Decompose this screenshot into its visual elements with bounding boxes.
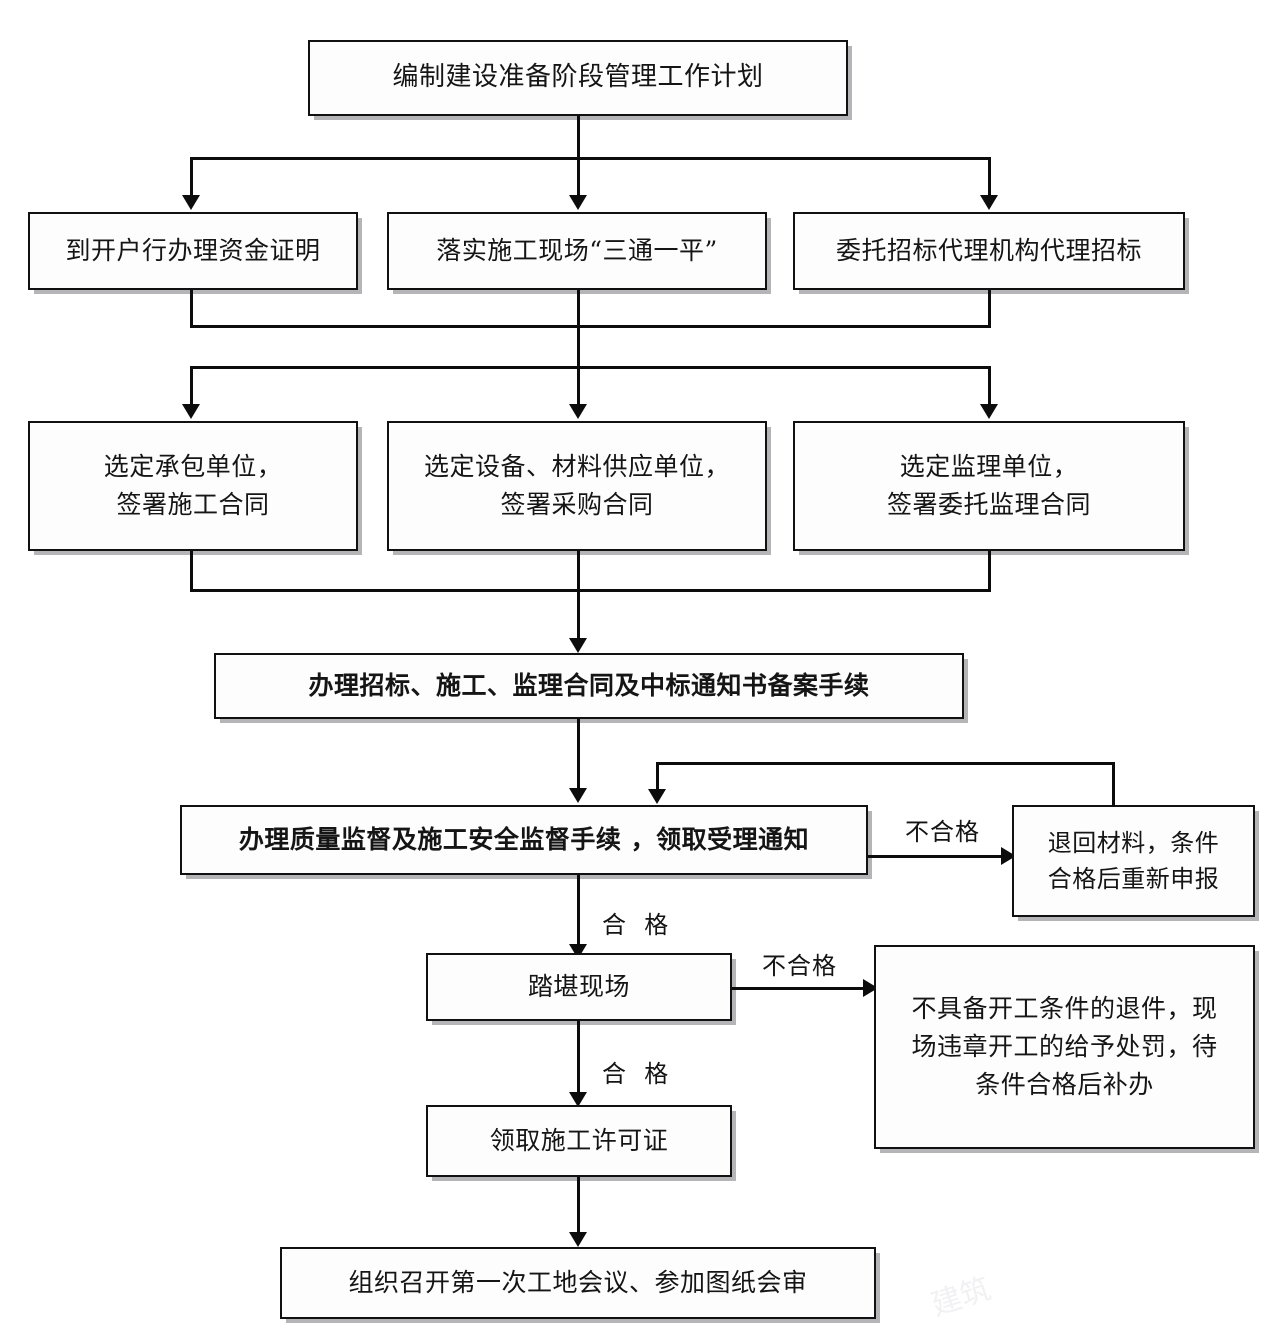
edge-bus-left-drop (190, 157, 193, 197)
edge-tender-agent-down (988, 290, 991, 328)
arrow-to-bank (182, 195, 200, 210)
node-site[interactable]: 落实施工现场“三通一平” (387, 212, 767, 290)
watermark: 建筑 (927, 1271, 996, 1324)
edge-label-fail-survey: 不合格 (762, 952, 837, 980)
node-first-meeting-label: 组织召开第一次工地会议、参加图纸会审 (348, 1268, 808, 1297)
edge-fanout-right-drop (988, 366, 991, 406)
edge-feedback-left (656, 762, 1115, 765)
node-penalty-line3: 条件合格后补办 (975, 1070, 1154, 1099)
node-return-materials-line1: 退回材料，条件 (1047, 828, 1220, 857)
arrow-to-first-meeting (569, 1232, 587, 1247)
node-quality-supervision-label: 办理质量监督及施工安全监督手续 ，领取受理通知 (238, 825, 810, 854)
node-supervisor[interactable]: 选定监理单位， 签署委托监理合同 (793, 421, 1185, 551)
edge-fanout-bus-row3 (190, 366, 991, 369)
node-permit-label: 领取施工许可证 (489, 1126, 669, 1155)
arrow-to-site (569, 195, 587, 210)
node-first-meeting[interactable]: 组织召开第一次工地会议、参加图纸会审 (280, 1247, 876, 1319)
edge-bank-down (190, 290, 193, 328)
edge-supervisor-down (988, 551, 991, 592)
node-filing[interactable]: 办理招标、施工、监理合同及中标通知书备案手续 (214, 653, 964, 719)
node-penalty[interactable]: 不具备开工条件的退件，现 场违章开工的给予处罚，待 条件合格后补办 (874, 945, 1255, 1149)
edge-feedback-up (1112, 762, 1115, 807)
node-site-label: 落实施工现场“三通一平” (436, 236, 718, 265)
arrow-to-supplier (569, 404, 587, 419)
edge-site-down (577, 290, 580, 368)
node-supervisor-line1: 选定监理单位， (899, 452, 1079, 481)
edge-quality-fail (868, 855, 1003, 858)
arrow-to-tender-agent (980, 195, 998, 210)
node-bank-label: 到开户行办理资金证明 (65, 236, 321, 265)
edge-bus-row1 (190, 157, 990, 160)
edge-contractor-down (190, 551, 193, 592)
edge-filing-down (577, 719, 580, 791)
edge-permit-down (577, 1177, 580, 1235)
node-return-materials[interactable]: 退回材料，条件 合格后重新申报 (1012, 805, 1255, 917)
edge-survey-fail (732, 987, 865, 990)
edge-supplier-down (577, 551, 580, 643)
node-site-survey-label: 踏堪现场 (527, 972, 630, 1001)
edge-label-pass-survey: 合 格 (602, 1060, 670, 1088)
edge-bus-mid-drop (577, 157, 580, 197)
node-contractor-line1: 选定承包单位， (103, 452, 283, 481)
edge-fanout-left-drop (190, 366, 193, 406)
edge-feedback-drop (656, 762, 659, 792)
node-plan-label: 编制建设准备阶段管理工作计划 (392, 62, 764, 93)
edge-fanout-mid-drop (577, 366, 580, 406)
node-penalty-line2: 场违章开工的给予处罚，待 (911, 1032, 1218, 1061)
arrow-to-quality-supervision (569, 788, 587, 803)
arrow-to-filing (569, 638, 587, 653)
node-contractor[interactable]: 选定承包单位， 签署施工合同 (28, 421, 358, 551)
edge-merge-bus-row3 (190, 589, 991, 592)
edge-merge-bus-row2 (190, 325, 991, 328)
node-contractor-line2: 签署施工合同 (116, 490, 270, 519)
arrow-to-contractor (182, 404, 200, 419)
edge-label-fail-quality: 不合格 (905, 818, 980, 846)
node-supplier[interactable]: 选定设备、材料供应单位， 签署采购合同 (387, 421, 767, 551)
node-supplier-line2: 签署采购合同 (500, 490, 654, 519)
node-supervisor-line2: 签署委托监理合同 (886, 490, 1091, 519)
edge-quality-pass-down (577, 875, 580, 947)
node-filing-label: 办理招标、施工、监理合同及中标通知书备案手续 (308, 671, 870, 700)
node-permit[interactable]: 领取施工许可证 (426, 1105, 732, 1177)
edge-label-pass-quality: 合 格 (602, 911, 670, 939)
node-plan[interactable]: 编制建设准备阶段管理工作计划 (308, 40, 848, 116)
node-site-survey[interactable]: 踏堪现场 (426, 953, 732, 1021)
node-penalty-line1: 不具备开工条件的退件，现 (911, 994, 1218, 1023)
node-tender-agent[interactable]: 委托招标代理机构代理招标 (793, 212, 1185, 290)
arrow-to-supervisor (980, 404, 998, 419)
arrow-to-permit (569, 1092, 587, 1107)
node-bank[interactable]: 到开户行办理资金证明 (28, 212, 358, 290)
edge-survey-pass-down (577, 1021, 580, 1095)
node-quality-supervision[interactable]: 办理质量监督及施工安全监督手续 ，领取受理通知 (180, 805, 868, 875)
node-supplier-line1: 选定设备、材料供应单位， (423, 452, 730, 481)
edge-bus-right-drop (988, 157, 991, 197)
arrow-feedback-to-quality-supervision (648, 789, 666, 804)
node-tender-agent-label: 委托招标代理机构代理招标 (835, 236, 1142, 265)
node-return-materials-line2: 合格后重新申报 (1047, 865, 1220, 893)
edge-plan-down (577, 116, 580, 160)
